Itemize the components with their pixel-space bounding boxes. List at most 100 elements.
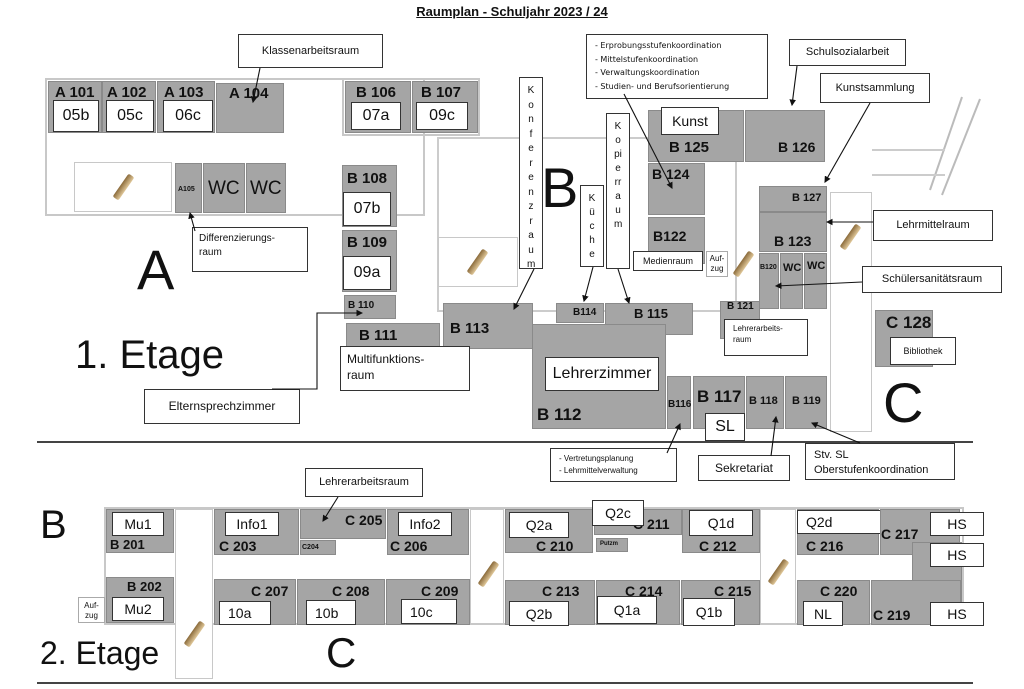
- plan-title: Raumplan - Schuljahr 2023 / 24: [416, 4, 608, 19]
- room-wc-3[interactable]: WC: [780, 253, 803, 309]
- callout-stv-sl: Stv. SL Oberstufenkoordination: [805, 443, 955, 480]
- room-b201[interactable]: Mu1 B 201: [106, 509, 174, 553]
- room-c209[interactable]: C 209 10c: [386, 579, 470, 625]
- room-c204[interactable]: C204: [300, 540, 336, 555]
- room-number: A 101: [55, 84, 95, 101]
- wing-b-top-outline: [342, 78, 480, 136]
- stairs-icon: [183, 620, 206, 648]
- room-number: C 128: [886, 313, 932, 332]
- room-c216[interactable]: Q2d C 216: [797, 509, 881, 555]
- room-number: A 104: [229, 85, 269, 102]
- room-a103[interactable]: A 103 06c: [157, 81, 215, 133]
- room-number: B 127: [792, 192, 822, 204]
- room-b113[interactable]: B 113: [443, 303, 533, 349]
- stairwell-c: [830, 192, 872, 432]
- room-b120[interactable]: B120: [759, 253, 779, 309]
- wing-a-outline: [45, 78, 425, 216]
- stairs-icon: [839, 223, 862, 251]
- room-b108[interactable]: B 108 07b: [342, 165, 397, 227]
- room-wc-1[interactable]: WC: [203, 163, 245, 213]
- room-a104[interactable]: A 104: [216, 83, 284, 133]
- room-c208[interactable]: C 208 10b: [297, 579, 385, 625]
- room-number: B116: [668, 399, 692, 410]
- room-label: Q2a: [509, 512, 569, 538]
- room-number: WC: [783, 262, 802, 274]
- room-b114[interactable]: B114: [556, 303, 604, 323]
- room-c220[interactable]: C 220 NL: [797, 580, 870, 626]
- room-label: Q1a: [597, 596, 657, 624]
- callout-line: - Vertretungsplanung: [559, 454, 634, 463]
- room-label: Mu1: [112, 512, 164, 536]
- callout-lehrerarbeitsraum: Lehrerarbeits- raum: [724, 319, 808, 356]
- room-b106[interactable]: B 106 07a: [345, 81, 411, 133]
- room-number: B 201: [110, 537, 145, 552]
- room-label: Q2d: [797, 510, 881, 534]
- arrow-schulsozialarbeit: [789, 65, 798, 107]
- room-a101[interactable]: A 101 05b: [48, 81, 102, 133]
- room-number: C 220: [820, 583, 858, 599]
- room-b119[interactable]: B 119: [785, 376, 827, 429]
- room-label: Q2b: [509, 601, 569, 626]
- room-c207[interactable]: C 207 10a: [214, 579, 296, 625]
- room-b124[interactable]: B 124: [648, 163, 705, 215]
- room-c214[interactable]: C 214 Q1a: [596, 580, 680, 625]
- callout-line: - Erprobungsstufenkoordination: [595, 41, 722, 50]
- room-wc-4[interactable]: WC: [804, 253, 827, 309]
- room-b202[interactable]: B 202 Mu2: [106, 577, 174, 623]
- callout-kopierraum: Kopierraum: [606, 113, 630, 269]
- room-b109[interactable]: B 109 09a: [342, 230, 397, 292]
- room-c205[interactable]: C 205: [300, 509, 386, 539]
- room-c213[interactable]: C 213 Q2b: [505, 580, 595, 626]
- room-wc-2[interactable]: WC: [246, 163, 286, 213]
- room-a102[interactable]: A 102 05c: [102, 81, 156, 133]
- wing-b2-label: B: [40, 503, 67, 547]
- room-b112[interactable]: Lehrerzimmer B 112: [532, 324, 666, 429]
- callout-line: Differenzierungs-: [199, 233, 275, 244]
- room-number: C 212: [699, 538, 737, 554]
- room-number: B 110: [348, 300, 375, 311]
- room-c215[interactable]: C 215 Q1b: [681, 580, 760, 626]
- elevator-2: Auf- zug: [78, 597, 105, 623]
- stairs-icon: [477, 560, 500, 588]
- room-number: B 124: [652, 166, 690, 182]
- room-putzm[interactable]: Putzm: [596, 538, 628, 552]
- room-number: WC: [250, 178, 282, 199]
- elevator-1: Auf- zug: [706, 251, 728, 277]
- callout-sekretariat: Sekretariat: [698, 455, 790, 481]
- room-number: C 215: [714, 583, 752, 599]
- stairs-icon: [112, 173, 135, 201]
- room-c218-label: HS: [930, 543, 984, 567]
- room-b126[interactable]: B 126: [745, 110, 825, 162]
- room-b110[interactable]: B 110: [344, 295, 396, 319]
- room-b118[interactable]: B 118: [746, 376, 784, 429]
- arrow-kunstsammlung: [824, 102, 871, 183]
- room-b123[interactable]: B 123: [759, 212, 827, 252]
- room-c203[interactable]: Info1 C 203: [214, 509, 299, 555]
- stairs-icon: [466, 248, 489, 276]
- room-b107[interactable]: B 107 09c: [412, 81, 478, 133]
- room-c128[interactable]: C 128 Bibliothek: [875, 310, 956, 367]
- callout-line: raum: [347, 368, 375, 383]
- stairwell-a: [74, 162, 172, 212]
- wing-c2-label: C: [326, 629, 357, 676]
- room-number: C 208: [332, 583, 370, 599]
- room-c210[interactable]: Q2a C 210: [505, 509, 593, 554]
- room-label: Kunst: [661, 107, 719, 135]
- room-number: C 213: [542, 583, 580, 599]
- room-number: B120: [760, 264, 777, 271]
- room-a105[interactable]: A105: [175, 163, 202, 213]
- room-label: Q1d: [689, 510, 753, 536]
- room-b125[interactable]: Kunst B 125: [648, 107, 744, 162]
- room-label: Info2: [398, 512, 452, 536]
- callout-line: Oberstufenkoordination: [814, 463, 929, 476]
- room-label: 10a: [219, 601, 271, 625]
- class-label: 07b: [343, 192, 391, 226]
- room-b127[interactable]: B 127: [759, 186, 827, 212]
- room-c206[interactable]: Info2 C 206: [387, 509, 469, 555]
- room-c217-label: HS: [930, 512, 984, 536]
- room-number: B122: [653, 228, 687, 244]
- room-b111[interactable]: B 111: [346, 323, 440, 347]
- room-c212[interactable]: Q1d C 212: [682, 509, 760, 554]
- callout-koordination: - Erprobungsstufenkoordination - Mittels…: [586, 34, 768, 99]
- room-b116[interactable]: B116: [667, 376, 691, 429]
